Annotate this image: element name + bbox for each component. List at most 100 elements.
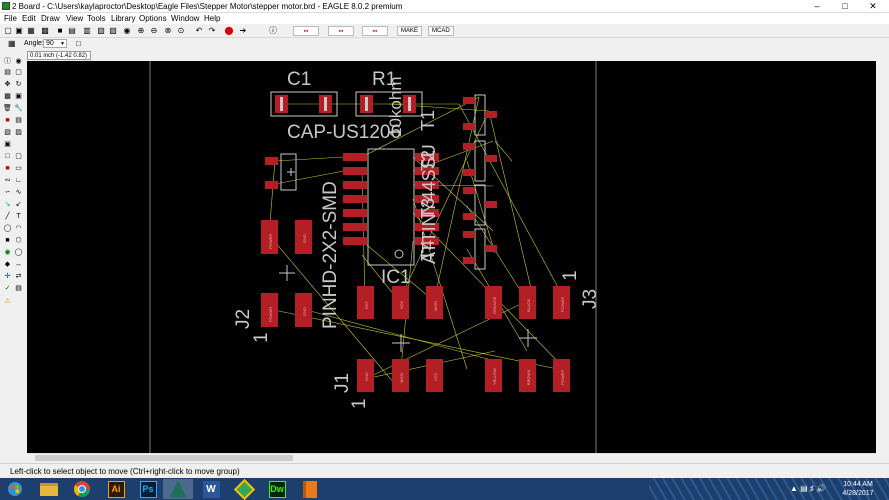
warning-icon[interactable]: ⚠	[4, 298, 11, 305]
board-icon[interactable]: ▤	[68, 26, 76, 35]
connector-j1[interactable]: RST SCK MISO GND MOSI VCC J1 1	[332, 286, 443, 409]
dimension-icon[interactable]: ↔	[15, 260, 22, 268]
taskbar-eagle[interactable]	[163, 479, 193, 499]
taskbar-chrome[interactable]	[67, 479, 97, 499]
help-icon[interactable]: ⓘ	[269, 26, 277, 35]
delete-icon[interactable]: 🗑	[3, 105, 12, 112]
polygon-icon[interactable]: ⬡	[15, 237, 22, 244]
ripup-icon[interactable]: ∿	[15, 189, 22, 196]
system-clock[interactable]: 10:44 AM 4/28/2017	[833, 480, 883, 498]
menu-file[interactable]: File	[4, 14, 17, 23]
rect-icon[interactable]: ■	[5, 236, 10, 244]
ic1-attiny44[interactable]: ATTINY44SSU IC1	[343, 144, 439, 288]
stop-icon[interactable]: ⬤	[224, 26, 234, 35]
go-icon[interactable]: ➔	[239, 26, 247, 35]
new-icon[interactable]: ▢	[4, 26, 12, 35]
ulp-icon[interactable]: ▥	[83, 26, 91, 35]
name-icon[interactable]: ■	[5, 164, 10, 172]
tray-icons[interactable]: ▲ ▤ ♯ 🔊	[790, 484, 827, 493]
mirror-icon[interactable]: □	[76, 39, 81, 48]
menu-library[interactable]: Library	[111, 14, 136, 23]
angle-select[interactable]: 90 ▼	[43, 39, 67, 48]
minimize-button[interactable]: –	[814, 1, 820, 11]
fusion-sync-icon[interactable]: ●●	[362, 26, 388, 36]
horizontal-scrollbar[interactable]	[27, 453, 876, 462]
save-icon[interactable]: ▦	[27, 26, 35, 35]
capacitor-c1[interactable]: C1 CAP-US1206	[270, 69, 401, 143]
taskbar-photoshop[interactable]: Ps	[133, 479, 163, 499]
menu-edit[interactable]: Edit	[22, 14, 36, 23]
menu-options[interactable]: Options	[139, 14, 167, 23]
copy-icon[interactable]: ▩	[4, 93, 11, 100]
attribute-icon[interactable]: ◆	[4, 261, 11, 268]
menu-window[interactable]: Window	[171, 14, 200, 23]
resistor-r1[interactable]: R1 10kohm	[355, 69, 423, 137]
mark-icon[interactable]: ▢	[15, 69, 22, 76]
drc-icon[interactable]: ✓	[4, 285, 11, 292]
info-icon[interactable]: ⓘ	[4, 58, 11, 65]
mcad-button[interactable]: MCAD	[428, 26, 454, 36]
zoom-select-icon[interactable]: ⊗	[164, 26, 172, 35]
zoom-out-icon[interactable]: ⊖	[150, 26, 158, 35]
redo-icon[interactable]: ↷	[208, 26, 216, 35]
start-button[interactable]	[0, 479, 30, 499]
maximize-button[interactable]: □	[842, 1, 848, 11]
taskbar-tinkercad[interactable]	[295, 479, 325, 499]
autorouter-icon[interactable]: ⇄	[15, 273, 22, 280]
group-icon[interactable]: ■	[5, 116, 10, 124]
move-icon[interactable]: ✥	[4, 81, 11, 88]
make-button[interactable]: MAKE	[397, 26, 423, 36]
via-icon[interactable]: ◉	[4, 249, 11, 256]
meander-icon[interactable]: ∾	[4, 177, 11, 184]
horizontal-scroll-thumb[interactable]	[35, 455, 293, 461]
show-icon[interactable]: ◉	[15, 58, 22, 65]
vertical-scrollbar[interactable]	[876, 61, 889, 453]
mirror-tool-icon[interactable]: ▣	[15, 93, 22, 100]
value-icon[interactable]: ▢	[15, 153, 22, 160]
route-icon[interactable]: ∽	[4, 189, 11, 196]
menu-draw[interactable]: Draw	[41, 14, 60, 23]
transistors[interactable]: T1 T2 T3 T4	[418, 94, 497, 270]
grid-settings-icon[interactable]: ▦	[8, 39, 16, 48]
smd-part-left[interactable]	[265, 153, 297, 191]
grid-icon[interactable]: ▨	[109, 26, 117, 35]
ratsnest-icon[interactable]: ✢	[4, 273, 11, 280]
menu-help[interactable]: Help	[204, 14, 221, 23]
signal-icon[interactable]: ↘	[4, 201, 11, 208]
cam-icon[interactable]: ■	[57, 26, 63, 35]
taskbar-dreamweaver[interactable]: Dw	[262, 479, 292, 499]
taskbar-illustrator[interactable]: Ai	[101, 479, 131, 499]
display-icon[interactable]: ▤	[4, 69, 11, 76]
taskbar-word[interactable]: W	[196, 479, 226, 499]
close-button[interactable]: ✕	[869, 1, 877, 11]
rotate-icon[interactable]: ↻	[15, 81, 22, 88]
errors-icon[interactable]: ▤	[15, 285, 22, 292]
menu-view[interactable]: View	[66, 14, 84, 23]
hole-icon[interactable]: ◯	[14, 249, 23, 256]
fanout-icon[interactable]: ↙	[15, 201, 22, 208]
zoom-in-icon[interactable]: ⊕	[137, 26, 145, 35]
board-canvas[interactable]: C1 CAP-US1206 R1 10kohm	[27, 61, 876, 453]
open-icon[interactable]: ▣	[15, 26, 23, 35]
split-icon[interactable]: ▧	[4, 129, 11, 136]
replace-icon[interactable]: ▨	[15, 129, 22, 136]
pcb-quote-icon[interactable]: ●●	[328, 26, 354, 36]
redraw-icon[interactable]: ⊙	[177, 26, 185, 35]
change-icon[interactable]: 🔧	[14, 105, 23, 112]
smash-icon[interactable]: □	[5, 152, 10, 160]
lock-icon[interactable]: ▣	[4, 141, 11, 148]
script-icon[interactable]: ▧	[97, 26, 105, 35]
paste-icon[interactable]: ▤	[15, 117, 22, 124]
circle-icon[interactable]: ◯	[3, 225, 12, 232]
undo-icon[interactable]: ↶	[195, 26, 203, 35]
text-icon[interactable]: T	[16, 212, 21, 220]
miter-icon[interactable]: ∟	[15, 176, 22, 184]
zoom-fit-icon[interactable]: ◉	[123, 26, 131, 35]
taskbar-explorer[interactable]	[34, 479, 64, 499]
taskbar-maps[interactable]	[229, 478, 259, 500]
wire-icon[interactable]: ╱	[5, 213, 10, 220]
print-icon[interactable]: ▩	[41, 26, 49, 35]
connector-j2[interactable]: POWER GND POWER GND J2 1 PINHD-2X2-SMD	[233, 181, 341, 343]
design-link-icon[interactable]: ●●	[293, 26, 319, 36]
optimize-icon[interactable]: ▭	[15, 165, 22, 172]
